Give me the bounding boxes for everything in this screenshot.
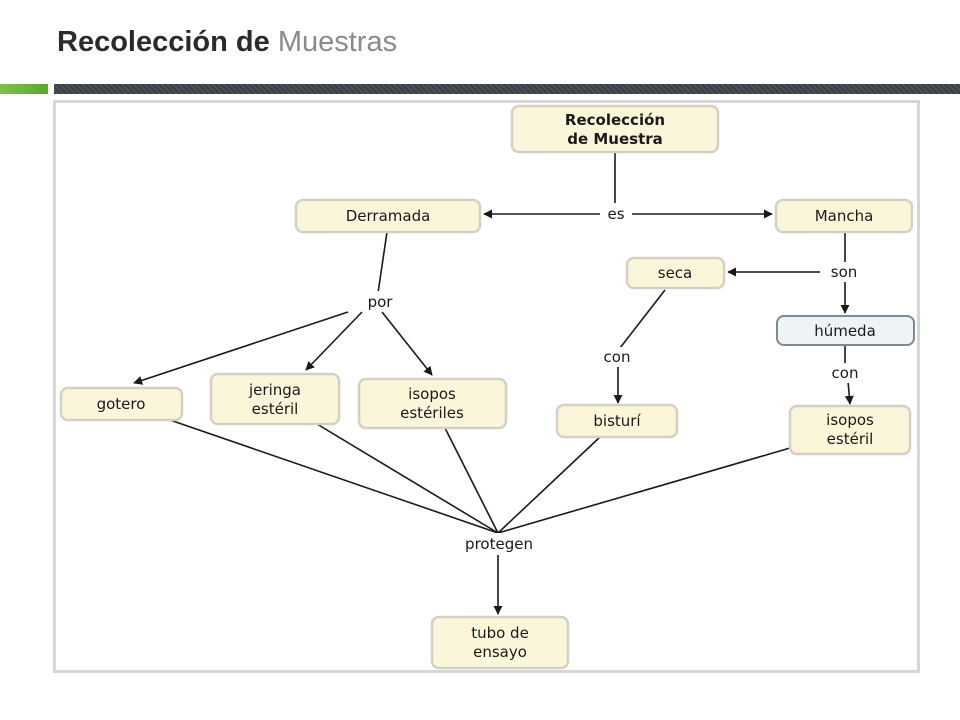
link-label-con-seca: con (604, 348, 631, 366)
node-isopos-esteriles-line-2: estériles (400, 404, 464, 422)
node-seca: seca (625, 256, 726, 290)
node-root-line-1: Recolección (565, 111, 665, 129)
node-root: Recolección de Muestra (510, 104, 720, 154)
node-root-line-2: de Muestra (567, 130, 663, 148)
node-bisturi-label: bisturí (593, 412, 641, 430)
accent-bar-dark (54, 84, 960, 94)
node-gotero: gotero (59, 386, 184, 422)
link-label-es: es (607, 205, 624, 223)
slide-title-light: Muestras (277, 26, 398, 58)
edge-isopos-esteril-protegen (497, 447, 791, 534)
link-label-por: por (368, 293, 394, 311)
edges (133, 152, 854, 615)
node-tubo-de-ensayo: tubo de ensayo (430, 615, 570, 670)
node-derramada-label: Derramada (346, 207, 431, 225)
slide-title-bold: Recolección de (57, 26, 270, 58)
node-bisturi: bisturí (555, 403, 679, 439)
node-isopos-esteril: isopos estéril (788, 404, 912, 456)
edge-por-isopos-esteriles (381, 311, 433, 376)
edge-por-jeringa (305, 311, 363, 371)
link-label-son: son (831, 263, 858, 281)
edge-con-isopos-esteril (844, 380, 854, 405)
edge-gotero-protegen (169, 419, 499, 534)
node-derramada: Derramada (294, 198, 482, 234)
link-label-con-humeda: con (832, 364, 859, 382)
node-isopos-esteril-line-2: estéril (827, 430, 874, 448)
node-jeringa-line-2: estéril (252, 400, 299, 418)
node-gotero-label: gotero (97, 395, 146, 413)
edge-jeringa-protegen (316, 423, 499, 534)
node-humeda: húmeda (776, 315, 915, 346)
node-mancha-label: Mancha (815, 207, 874, 225)
node-jeringa-line-1: jeringa (248, 381, 301, 399)
edge-por-gotero (133, 311, 349, 385)
node-tubo-line-1: tubo de (471, 624, 529, 642)
node-isopos-esteriles: isopos estériles (357, 377, 508, 430)
edge-derramada-por (377, 231, 388, 294)
edge-seca-con (619, 289, 666, 349)
node-mancha: Mancha (774, 198, 914, 234)
edge-bisturi-protegen (497, 436, 601, 534)
node-seca-label: seca (658, 264, 692, 282)
node-humeda-label: húmeda (814, 322, 876, 340)
accent-bar-green (0, 84, 48, 94)
link-label-protegen: protegen (465, 535, 533, 553)
node-jeringa: jeringa estéril (209, 372, 341, 426)
edge-isopos-esteriles-protegen (444, 427, 499, 534)
link-labels: es por son con con protegen (357, 203, 868, 555)
slide-title: Recolección de Muestras (57, 26, 397, 59)
node-isopos-esteriles-line-1: isopos (408, 385, 456, 403)
node-tubo-line-2: ensayo (473, 643, 527, 661)
node-isopos-esteril-line-1: isopos (826, 411, 874, 429)
